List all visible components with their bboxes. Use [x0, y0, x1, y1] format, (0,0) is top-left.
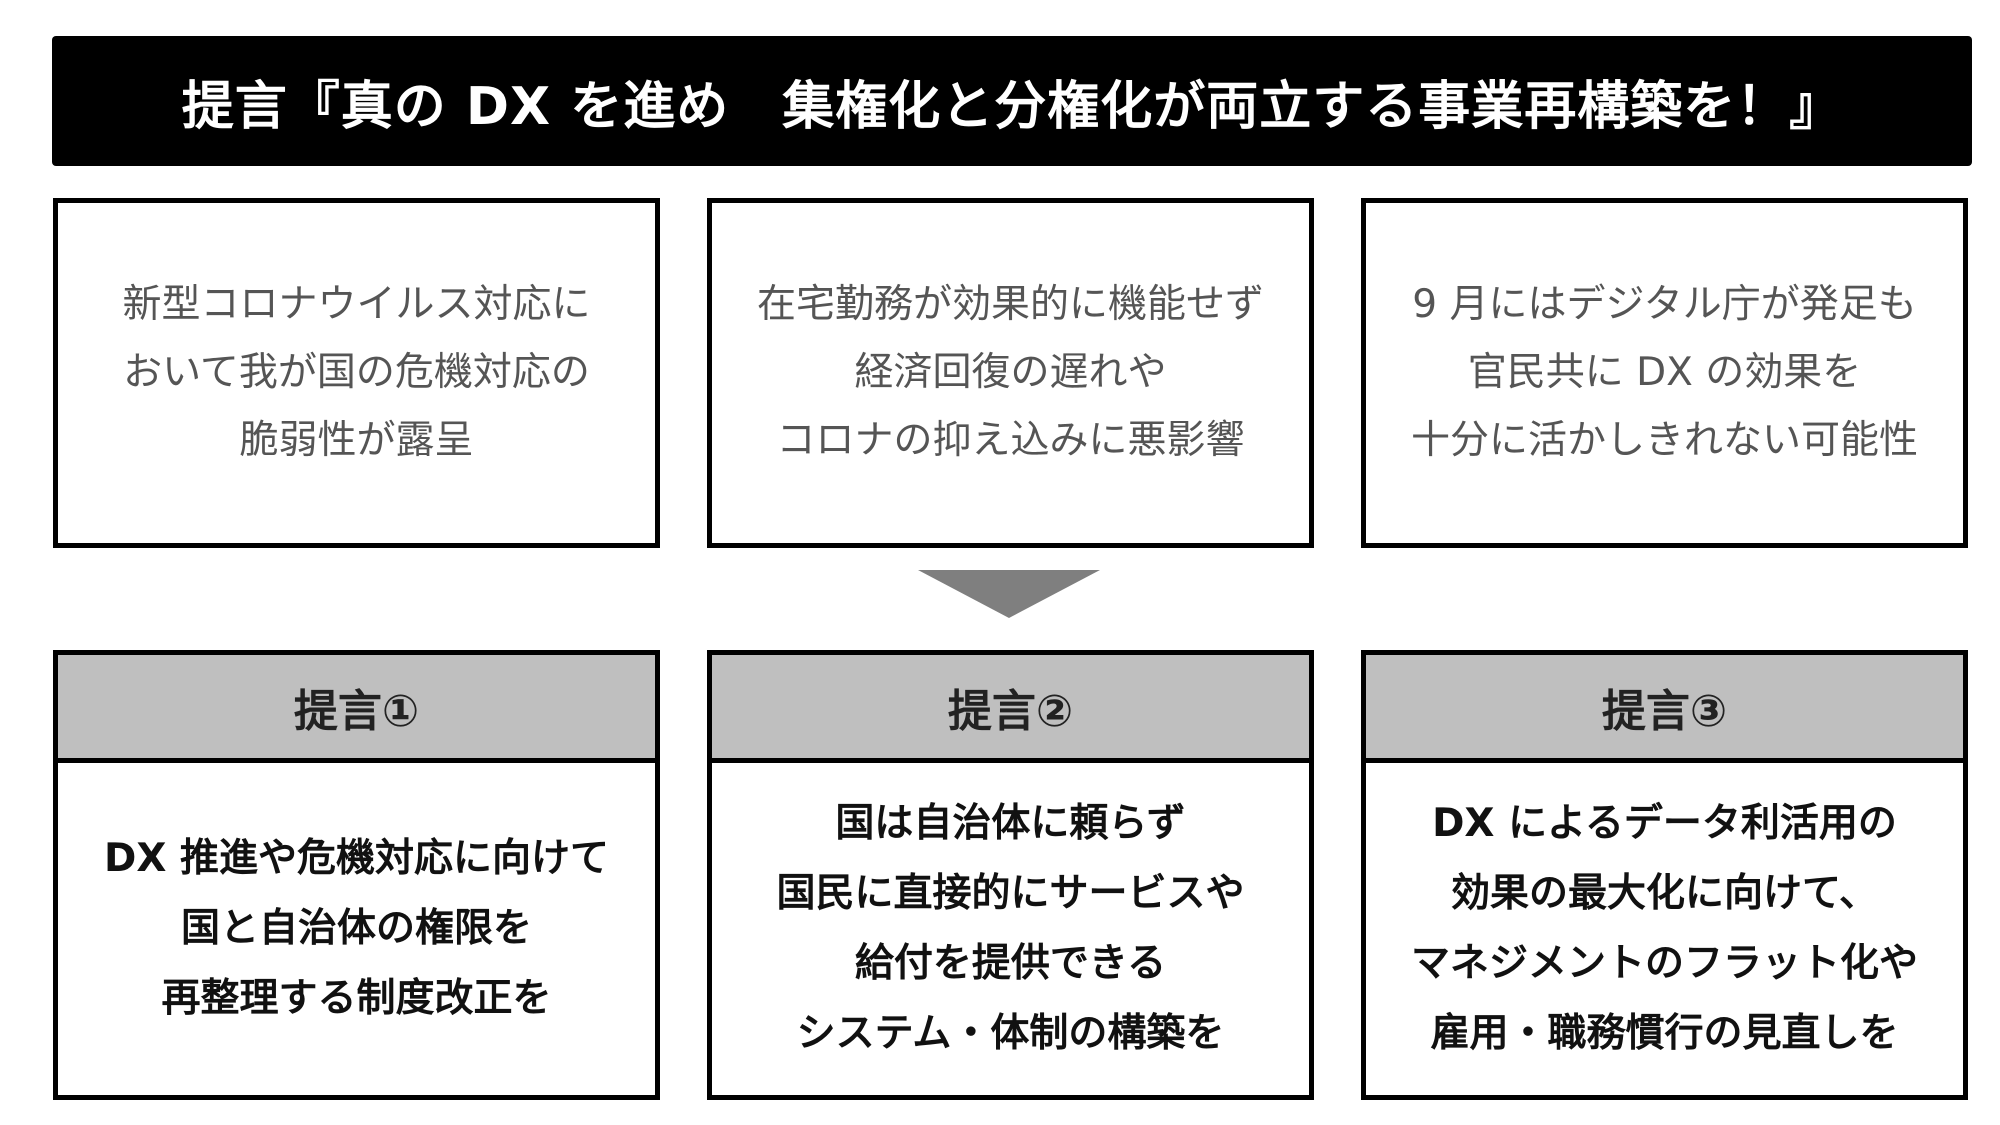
proposal-body: 国は自治体に頼らず 国民に直接的にサービスや 給付を提供できる システム・体制の… [712, 763, 1309, 1095]
problem-line: 官民共に DX の効果を [1467, 350, 1862, 395]
title-banner: 提言『真の DX を進め 集権化と分権化が両立する事業再構築を！』 [52, 36, 1972, 166]
proposal-line: DX 推進や危機対応に向けて [103, 836, 610, 881]
proposal-header: 提言② [712, 655, 1309, 763]
proposal-body: DX 推進や危機対応に向けて 国と自治体の権限を 再整理する制度改正を [58, 763, 655, 1095]
proposal-line: 国は自治体に頼らず [835, 801, 1186, 846]
proposal-line: 給付を提供できる [854, 941, 1167, 986]
proposal-box-1: 提言① DX 推進や危機対応に向けて 国と自治体の権限を 再整理する制度改正を [53, 650, 660, 1100]
proposal-title: 提言③ [1601, 685, 1728, 737]
proposal-body: DX によるデータ利活用の 効果の最大化に向けて、 マネジメントのフラット化や … [1366, 763, 1963, 1095]
proposal-line: DX によるデータ利活用の [1432, 801, 1897, 846]
problem-box-3: 9 月にはデジタル庁が発足も 官民共に DX の効果を 十分に活かしきれない可能… [1361, 198, 1968, 548]
problem-box-2: 在宅勤務が効果的に機能せず 経済回復の遅れや コロナの抑え込みに悪影響 [707, 198, 1314, 548]
proposal-header: 提言③ [1366, 655, 1963, 763]
problem-line: 在宅勤務が効果的に機能せず [756, 282, 1264, 327]
proposal-line: 国民に直接的にサービスや [776, 871, 1245, 916]
problem-line: 経済回復の遅れや [854, 350, 1167, 395]
proposal-line: 国と自治体の権限を [180, 906, 532, 951]
proposal-line: マネジメントのフラット化や [1410, 941, 1918, 986]
banner-title: 提言『真の DX を進め 集権化と分権化が両立する事業再構築を！』 [181, 76, 1843, 137]
problem-line: 9 月にはデジタル庁が発足も [1412, 282, 1917, 327]
problem-line: 脆弱性が露呈 [239, 418, 474, 463]
problem-line: おいて我が国の危機対応の [123, 350, 590, 395]
proposal-box-2: 提言② 国は自治体に頼らず 国民に直接的にサービスや 給付を提供できる システム… [707, 650, 1314, 1100]
proposal-line: 雇用・職務慣行の見直しを [1430, 1011, 1899, 1056]
proposal-header: 提言① [58, 655, 655, 763]
proposal-line: システム・体制の構築を [796, 1011, 1225, 1056]
proposal-line: 再整理する制度改正を [161, 976, 552, 1021]
problem-line: 新型コロナウイルス対応に [122, 282, 591, 327]
proposal-title: 提言② [947, 685, 1074, 737]
proposal-box-3: 提言③ DX によるデータ利活用の 効果の最大化に向けて、 マネジメントのフラッ… [1361, 650, 1968, 1100]
proposal-line: 効果の最大化に向けて、 [1450, 871, 1879, 916]
problem-line: 十分に活かしきれない可能性 [1410, 418, 1918, 463]
proposal-title: 提言① [293, 685, 420, 737]
problem-line: コロナの抑え込みに悪影響 [776, 418, 1245, 463]
problem-box-1: 新型コロナウイルス対応に おいて我が国の危機対応の 脆弱性が露呈 [53, 198, 660, 548]
down-arrow-icon [918, 570, 1100, 618]
